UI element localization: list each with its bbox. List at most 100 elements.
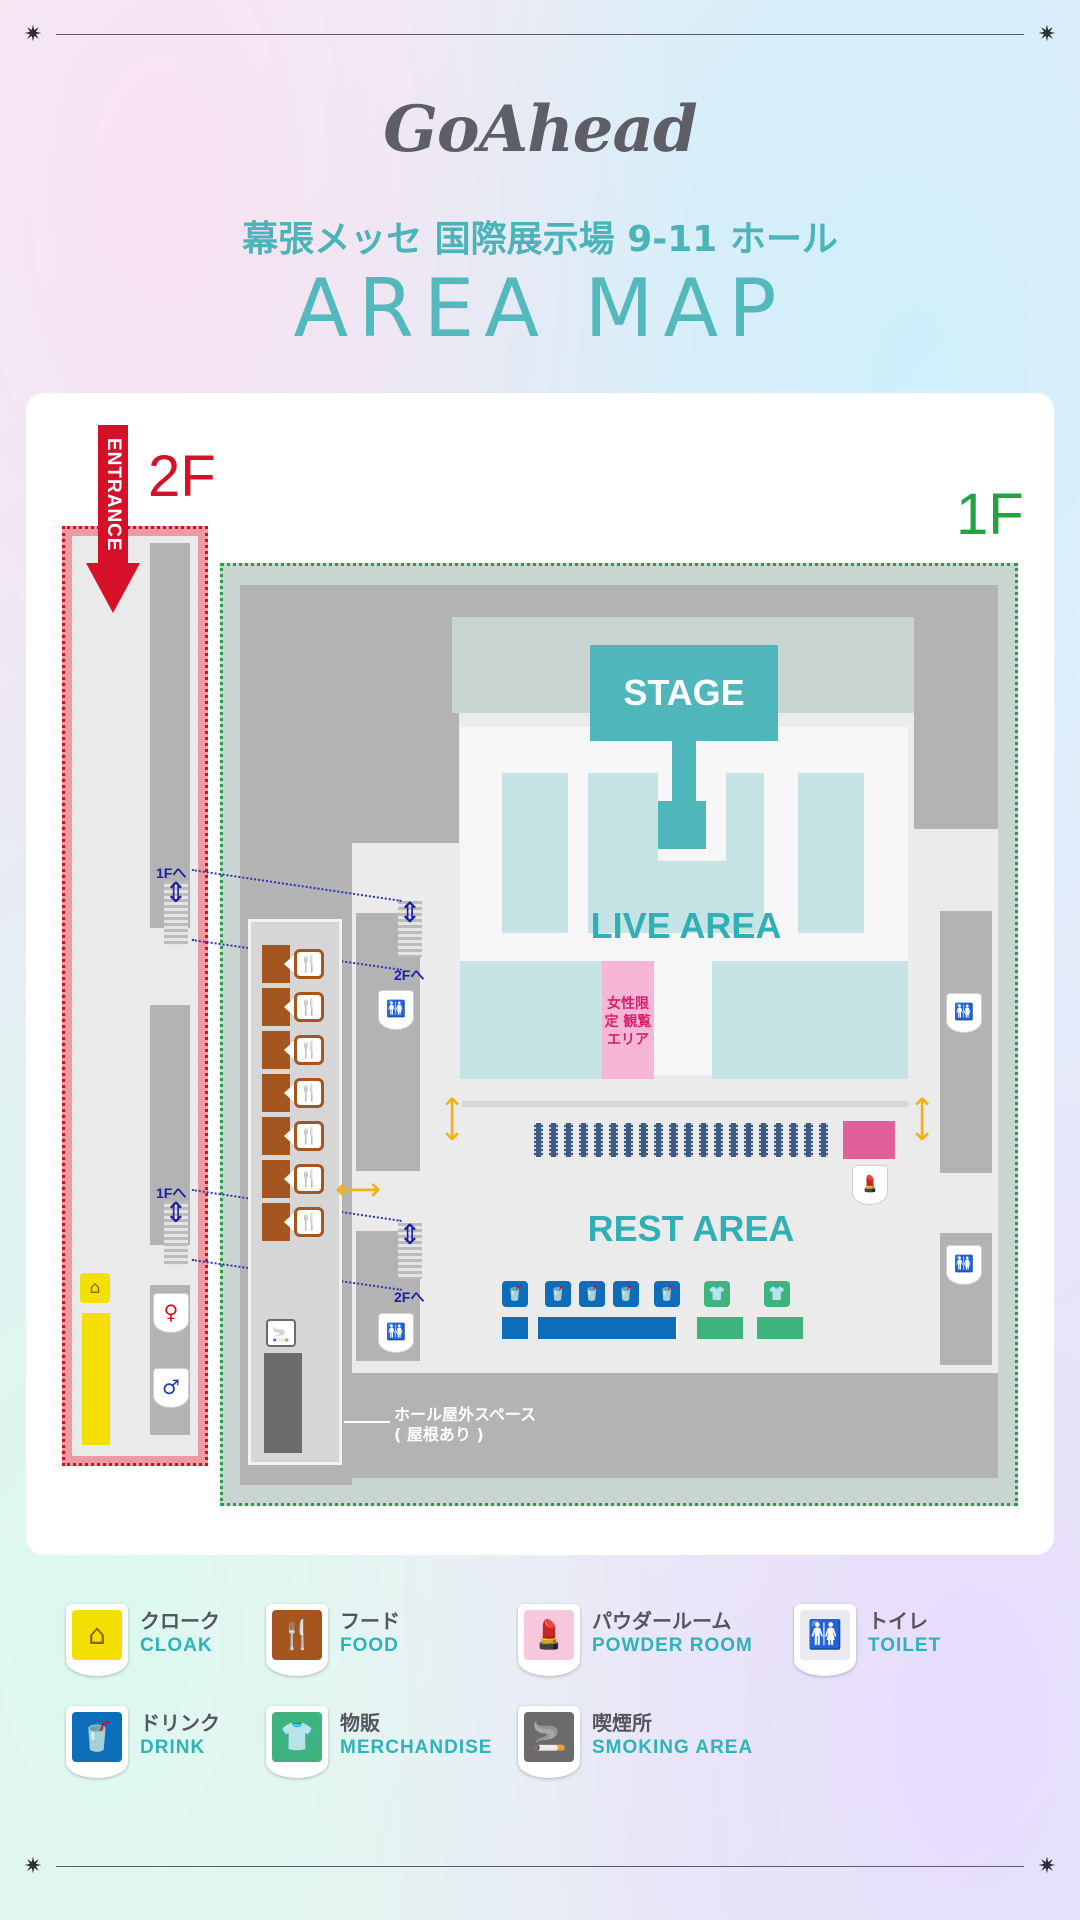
queue-lane [639, 1123, 648, 1157]
legend-label-jp: パウダールーム [592, 1609, 732, 1633]
food-stall-notch [284, 955, 294, 973]
queue-lane [564, 1123, 573, 1157]
audience-block [712, 961, 908, 1079]
side-room [940, 911, 992, 1173]
food-stall-notch [284, 998, 294, 1016]
backstage [352, 629, 459, 859]
legend-label-jp: 喫煙所 [592, 1711, 652, 1735]
drink-icon: 🥤 [545, 1281, 571, 1307]
legend-badge: 🚻 [794, 1604, 856, 1676]
stage-center [658, 801, 706, 849]
top-frame-line [56, 34, 1024, 35]
stair-label-to-1f: 1Fへ [156, 865, 187, 881]
entrance-arrowhead [86, 563, 140, 613]
food-stall-notch [284, 1041, 294, 1059]
merchandise-icon: 👕 [704, 1281, 730, 1307]
outdoor-space-label-line2: ( 屋根あり ) [394, 1425, 484, 1444]
audience-block [798, 773, 864, 933]
passage-arrow-icon: ⟷ [904, 1096, 942, 1142]
smoking-area [264, 1353, 302, 1453]
queue-lane [579, 1123, 588, 1157]
passage-arrow-icon: ⟷ [335, 1170, 381, 1208]
legend-label-en: CLOAK [140, 1635, 213, 1656]
queue-lane [609, 1123, 618, 1157]
legend-badge: 🚬 [518, 1706, 580, 1778]
page-title: AREA MAP [293, 262, 787, 355]
wall-block [150, 543, 190, 928]
outdoor-space-label: ホール屋外スペース ( 屋根あり ) [394, 1405, 536, 1445]
legend-item-merchandise: 👕 物販 MERCHANDISE [266, 1706, 492, 1778]
toilet-icon: 🚻 [946, 993, 982, 1033]
legend-label-en: MERCHANDISE [340, 1737, 493, 1758]
toilet-women-icon: ♀ [153, 1293, 189, 1333]
stage-runway [672, 739, 696, 809]
food-stall-notch [284, 1213, 294, 1231]
food-icon: 🍴 [294, 1035, 324, 1065]
sparkle-icon: ✷ [23, 22, 43, 47]
drink-icon: 🥤 [613, 1281, 639, 1307]
toilet-icon: 🚻 [378, 1313, 414, 1353]
legend-badge: 💄 [518, 1604, 580, 1676]
legend-text: パウダールーム POWDER ROOM [592, 1608, 753, 1658]
women-only-area: 女性限定 観覧エリア [602, 961, 654, 1079]
hall-wall [914, 585, 998, 835]
live-area-label: LIVE AREA [590, 905, 782, 946]
merchandise-counter [697, 1317, 743, 1339]
legend-text: フード FOOD [340, 1608, 400, 1658]
legend-item-smoking: 🚬 喫煙所 SMOKING AREA [518, 1706, 753, 1778]
drink-counter [538, 1317, 678, 1339]
legend-label-jp: ドリンク [140, 1711, 220, 1735]
food-stall-notch [284, 1084, 294, 1102]
barrier-line [462, 1101, 908, 1107]
queue-lane [624, 1123, 633, 1157]
queue-lane [789, 1123, 798, 1157]
queue-lane [684, 1123, 693, 1157]
queue-lane [714, 1123, 723, 1157]
toilet-icon: 🚻 [946, 1245, 982, 1285]
floor-1f-label: 1F [956, 482, 1024, 547]
bottom-frame-line [56, 1866, 1024, 1867]
stair-label-to-2f: 2Fへ [394, 1289, 425, 1305]
sparkle-icon: ✷ [1037, 22, 1057, 47]
legend-text: ドリンク DRINK [140, 1710, 220, 1760]
queue-lane [594, 1123, 603, 1157]
legend-item-cloak: ⌂ クローク CLOAK [66, 1604, 220, 1676]
food-icon: 🍴 [294, 1121, 324, 1151]
staircase [164, 1201, 188, 1265]
backstage [914, 629, 998, 689]
passage-arrow-icon: ⟷ [434, 1096, 472, 1142]
up-down-arrow-icon: ⇕ [398, 1218, 422, 1251]
staircase [164, 881, 188, 945]
queue-lane [759, 1123, 768, 1157]
floor-2f-label: 2F [148, 444, 216, 509]
legend-label-en: POWDER ROOM [592, 1635, 753, 1656]
outdoor-pointer-line [344, 1421, 390, 1423]
venue-name: 幕張メッセ 国際展示場 9-11 ホール [242, 219, 838, 260]
up-down-arrow-icon: ⇕ [164, 876, 188, 909]
merchandise-counter [757, 1317, 803, 1339]
entrance-arrow: ENTRANCE [98, 425, 128, 565]
sparkle-icon: ✷ [1037, 1854, 1057, 1879]
food-icon: 🍴 [294, 949, 324, 979]
rest-area-label: REST AREA [587, 1208, 795, 1249]
food-icon: 🍴 [294, 1164, 324, 1194]
cloak-icon: ⌂ [80, 1273, 110, 1303]
food-icon: 🍴 [294, 1078, 324, 1108]
legend-label-jp: クローク [140, 1609, 220, 1633]
cloak-icon: ⌂ [72, 1610, 122, 1660]
toilet-icon: 🚻 [378, 990, 414, 1030]
toilet-men-icon: ♂ [153, 1368, 189, 1408]
legend-item-drink: 🥤 ドリンク DRINK [66, 1706, 220, 1778]
queue-lane [729, 1123, 738, 1157]
smoking-icon: 🚬 [266, 1319, 296, 1347]
up-down-arrow-icon: ⇕ [164, 1196, 188, 1229]
legend-badge: 🍴 [266, 1604, 328, 1676]
food-icon: 🍴 [294, 992, 324, 1022]
legend-badge: 👕 [266, 1706, 328, 1778]
legend-text: 物販 MERCHANDISE [340, 1710, 492, 1760]
legend-item-powder-room: 💄 パウダールーム POWDER ROOM [518, 1604, 753, 1676]
powder-room [843, 1121, 895, 1159]
legend-label-jp: トイレ [868, 1609, 928, 1633]
queue-lane [774, 1123, 783, 1157]
audience-block [502, 773, 568, 933]
